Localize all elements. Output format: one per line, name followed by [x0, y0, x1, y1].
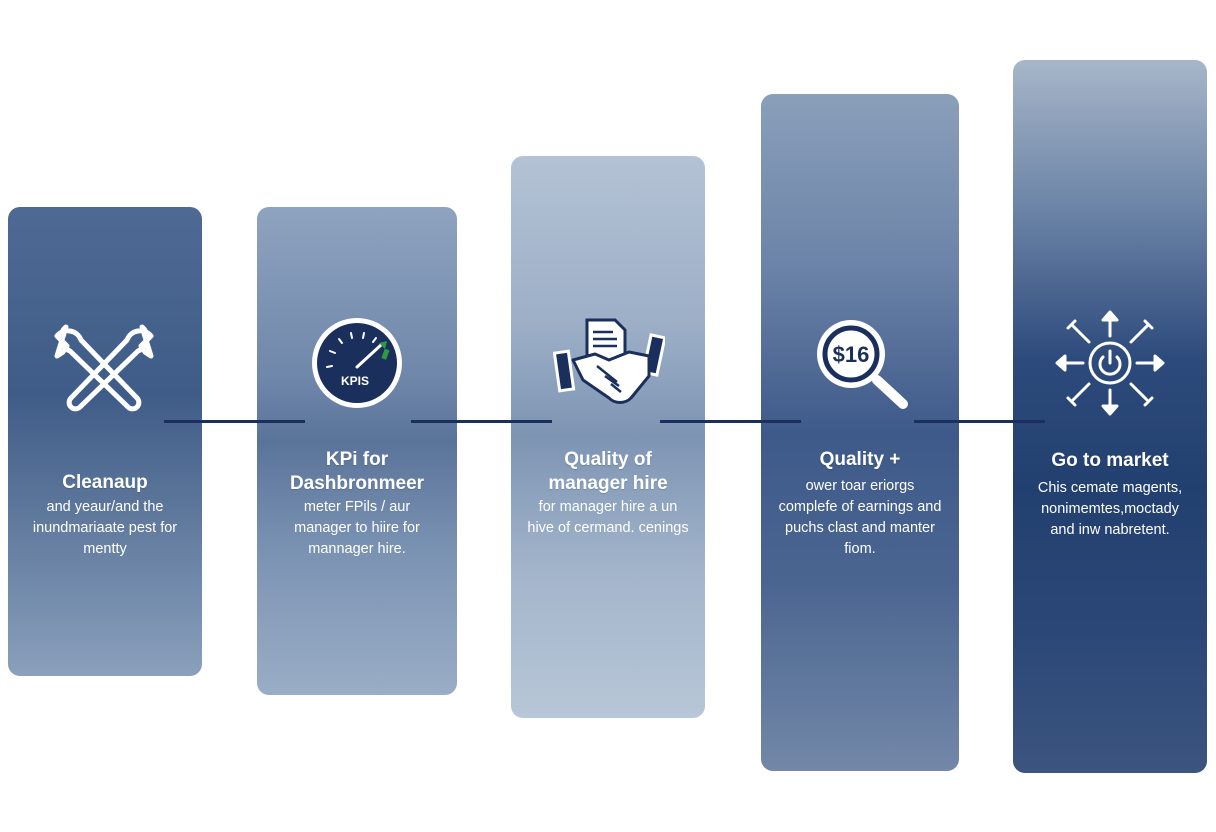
step-panel-quality-plus: $16 Quality + ower toar eriorgs complefe…	[761, 94, 959, 771]
step-title: Cleanaup	[62, 472, 148, 493]
step-panel-quality-hire: Quality of manager hire for manager hire…	[511, 156, 705, 718]
step-description: ower toar eriorgs complefe of earnings a…	[778, 478, 942, 557]
magnifier-label: $16	[833, 342, 870, 367]
step-description: for manager hire a un hive of cermand. c…	[527, 499, 689, 536]
connector-line	[660, 420, 801, 423]
magnifier-dollar-icon: $16	[807, 314, 915, 412]
step-description: meter FPils / aur manager to hiire for m…	[294, 499, 420, 557]
step-title: Go to market	[1051, 450, 1169, 471]
connector-line	[411, 420, 552, 423]
step-panel-go-to-market: Go to market Chis cemate magents, nonime…	[1013, 60, 1207, 773]
step-panel-cleanup: Cleanaup and yeaur/and the inundmariaate…	[8, 207, 202, 676]
connector-line	[164, 420, 305, 423]
power-arrows-icon	[1051, 308, 1169, 418]
step-title: Quality +	[819, 449, 901, 470]
connector-line	[914, 420, 1045, 423]
step-title: KPi for Dashbronmeer	[289, 449, 425, 494]
step-panel-kpi: KPIS KPi for Dashbronmeer meter FPils / …	[257, 207, 457, 695]
kpi-gauge-icon: KPIS	[309, 315, 405, 411]
gauge-label: KPIS	[341, 374, 369, 388]
step-title: Quality of manager hire	[548, 449, 668, 494]
wrench-cross-icon	[52, 319, 156, 415]
step-description: Chis cemate magents, nonimemtes,moctady …	[1037, 480, 1183, 538]
handshake-icon	[552, 316, 667, 408]
step-description: and yeaur/and the inundmariaate pest for…	[32, 499, 178, 557]
